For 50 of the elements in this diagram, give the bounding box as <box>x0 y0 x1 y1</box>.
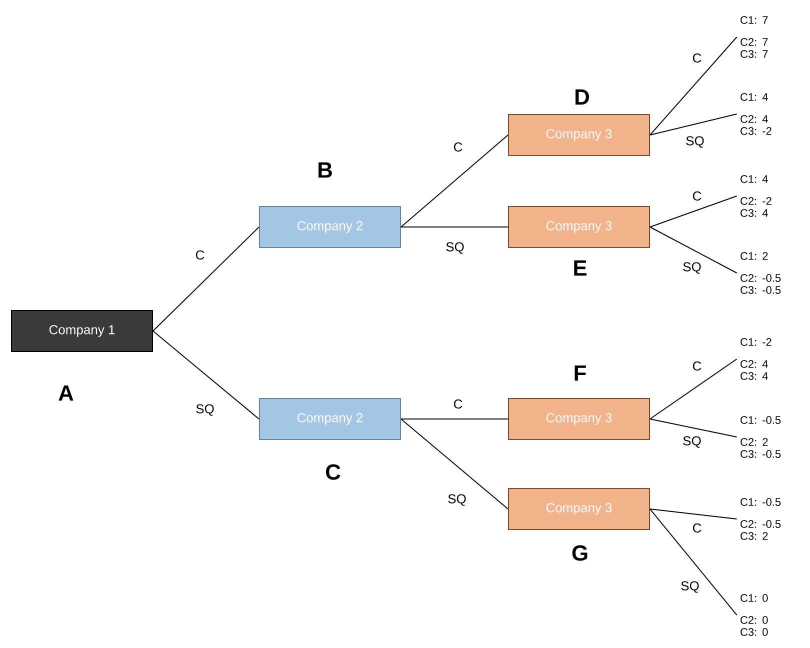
branch-line <box>152 226 260 332</box>
player-box: Company 3 <box>508 398 650 440</box>
branch-line <box>650 358 738 420</box>
edge-label: SQ <box>683 436 701 448</box>
branch-line <box>400 418 508 420</box>
node-letter: D <box>576 89 590 105</box>
player-box: Company 3 <box>508 488 650 530</box>
payoff-text: C1: -0.5 C2: 2 C3: -0.5 <box>740 416 781 458</box>
node-letter: E <box>574 260 586 276</box>
player-box: Company 1 <box>11 310 153 352</box>
edge-label: SQ <box>196 404 214 416</box>
node-letter: F <box>574 365 586 381</box>
branch-line <box>400 134 508 228</box>
branch-line <box>650 226 738 274</box>
edge-label: SQ <box>446 242 464 254</box>
branch-line <box>152 330 260 420</box>
edge-label: C <box>692 361 702 371</box>
edge-label: SQ <box>681 581 699 593</box>
player-box: Company 3 <box>508 206 650 248</box>
payoff-text: C1: 0 C2: 0 C3: 0 <box>740 594 768 636</box>
branch-line <box>650 508 738 616</box>
player-box: Company 3 <box>508 114 650 156</box>
payoff-text: C1: -2 C2: 4 C3: 4 <box>740 338 772 380</box>
branch-line <box>650 418 738 438</box>
payoff-text: C1: 7 C2: 7 C3: 7 <box>740 16 768 58</box>
payoff-text: C1: 4 C2: 4 C3: -2 <box>740 93 772 135</box>
branch-line <box>650 36 738 136</box>
branch-line <box>650 114 738 136</box>
branch-line <box>650 196 738 228</box>
player-box: Company 2 <box>259 398 401 440</box>
node-letter: G <box>572 545 588 561</box>
branch-line <box>400 418 508 510</box>
payoff-text: C1: -0.5 C2: -0.5 C3: 2 <box>740 498 781 540</box>
edge-label: C <box>692 53 702 63</box>
edge-label: C <box>196 250 204 260</box>
branch-line <box>650 508 738 520</box>
node-letter: A <box>58 385 74 401</box>
edge-label: C <box>454 399 462 409</box>
edge-label: C <box>454 142 462 152</box>
player-box: Company 2 <box>259 206 401 248</box>
edge-label: SQ <box>686 136 704 148</box>
edge-label: SQ <box>448 494 466 506</box>
payoff-text: C1: 2 C2: -0.5 C3: -0.5 <box>740 252 781 294</box>
edge-label: SQ <box>683 262 701 274</box>
branch-line <box>400 226 508 228</box>
edge-label: C <box>692 191 702 201</box>
node-letter: C <box>326 464 340 480</box>
payoff-text: C1: 4 C2: -2 C3: 4 <box>740 175 772 217</box>
node-letter: B <box>318 162 332 178</box>
edge-label: C <box>692 523 702 533</box>
